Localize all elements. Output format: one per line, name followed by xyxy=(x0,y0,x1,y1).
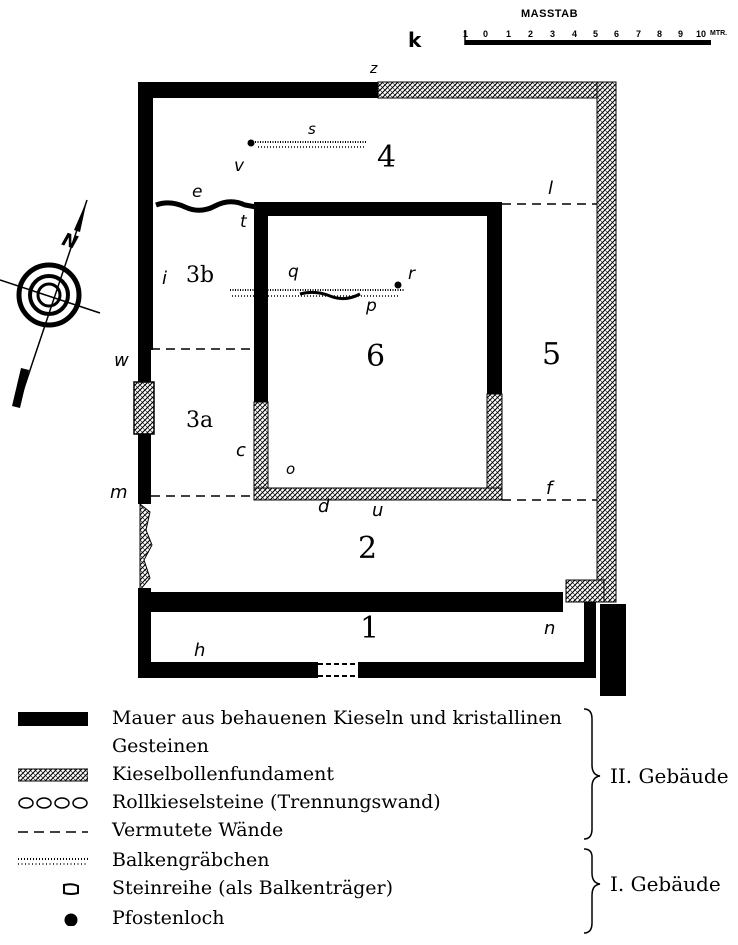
feature-letter-p: p xyxy=(366,296,377,316)
legend-label: Balkengräbchen xyxy=(112,849,270,871)
legend-item-presumed-walls: Vermutete Wände xyxy=(0,818,738,846)
feature-letter-e: e xyxy=(192,182,203,202)
feature-letter-q: q xyxy=(288,262,299,282)
scale-tick: 7 xyxy=(636,29,642,39)
group-building-i: I. Gebäude xyxy=(610,872,721,896)
legend-label: Vermutete Wände xyxy=(112,819,284,841)
scale-unit: MTR. xyxy=(710,30,728,37)
site-plan xyxy=(0,30,711,696)
legend-item-stone-row: Steinreihe (als Balkenträger) xyxy=(0,876,738,904)
scale-tick: 0 xyxy=(483,29,489,39)
outer-walls xyxy=(133,81,626,696)
room-number-6: 6 xyxy=(366,339,386,374)
solid-wall-symbol xyxy=(18,712,88,726)
compass-rose xyxy=(0,199,101,408)
feature-letter-s: s xyxy=(308,120,316,138)
legend-item-rolled-pebbles: Rollkieselsteine (Trennungswand) xyxy=(0,790,738,818)
room-number-3b: 3b xyxy=(186,263,215,288)
scale-tick: 2 xyxy=(528,29,534,39)
inner-room-walls xyxy=(253,202,503,501)
scale-tick: 10 xyxy=(696,29,707,39)
feature-letter-c: c xyxy=(236,440,246,461)
feature-letter-z: z xyxy=(370,61,378,77)
legend-label: Steinreihe (als Balkenträger) xyxy=(112,877,394,899)
room-number-5: 5 xyxy=(542,337,562,372)
legend-label: Gesteinen xyxy=(112,735,209,757)
feature-letter-v: v xyxy=(234,156,245,176)
post-hole-symbol xyxy=(64,913,78,926)
feature-letter-n: n xyxy=(544,618,556,639)
legend-item-pebble-foundation: Kieselbollenfundament xyxy=(0,762,738,790)
feature-letter-o: o xyxy=(286,460,296,478)
room-number-1: 1 xyxy=(360,611,380,646)
scale-tick: 1 xyxy=(506,29,512,39)
stone-row-symbol xyxy=(63,883,79,895)
feature-letter-t: t xyxy=(240,212,247,232)
presumed-walls xyxy=(151,203,597,501)
feature-letter-u: u xyxy=(372,500,384,521)
scale-tick: 8 xyxy=(657,29,663,39)
hatched-foundation-symbol xyxy=(18,768,88,782)
scale-tick: 6 xyxy=(614,29,620,39)
feature-letter-i: i xyxy=(162,268,168,289)
legend-label: Rollkieselsteine (Trennungswand) xyxy=(112,791,441,813)
beam-trenches xyxy=(155,141,405,301)
room-number-3a: 3a xyxy=(186,408,214,433)
feature-letter-l: l xyxy=(548,178,554,199)
feature-letter-k: k xyxy=(408,28,422,52)
legend-item-wall: Mauer aus behauenen Kieseln und kristall… xyxy=(0,706,738,734)
feature-letter-r: r xyxy=(408,264,415,284)
legend-label: Kieselbollenfundament xyxy=(112,763,334,785)
legend-item-beam-trench: Balkengräbchen xyxy=(0,848,738,876)
feature-letter-m: m xyxy=(110,482,128,503)
group-building-ii: II. Gebäude xyxy=(610,764,729,788)
legend-label: Mauer aus behauenen Kieseln und kristall… xyxy=(112,707,562,729)
room-number-2: 2 xyxy=(358,531,378,566)
scale-tick: 4 xyxy=(572,29,578,39)
feature-letter-f: f xyxy=(546,478,553,499)
scale-tick: 3 xyxy=(550,29,556,39)
scale-tick: 9 xyxy=(678,29,684,39)
legend-braces xyxy=(583,708,601,934)
scale-tick: 5 xyxy=(593,29,599,39)
feature-letter-w: w xyxy=(114,350,129,371)
room-number-4: 4 xyxy=(377,140,397,175)
scale-bar xyxy=(464,30,711,45)
legend-item-wall-cont: Gesteinen xyxy=(0,734,738,762)
scale-title: MASSTAB xyxy=(521,8,579,20)
post-holes xyxy=(247,139,402,289)
legend-label: Pfostenloch xyxy=(112,907,225,929)
pebble-row-symbol xyxy=(18,797,88,809)
feature-letter-d: d xyxy=(318,496,330,517)
dashed-wall-symbol xyxy=(18,831,88,833)
scale-tick: 1 xyxy=(463,29,469,39)
feature-letter-g: g xyxy=(584,618,596,639)
feature-letter-h: h xyxy=(194,640,206,661)
legend-item-post-hole: Pfostenloch xyxy=(0,906,738,934)
beam-trench-symbol xyxy=(18,858,88,865)
